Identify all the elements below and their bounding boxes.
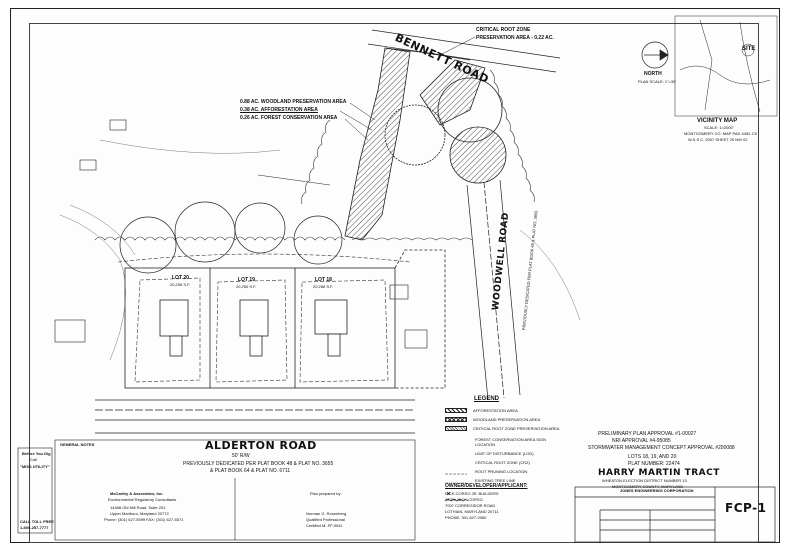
consultant-addr2: Upper Marlboro, Maryland 20772	[110, 511, 169, 516]
tract-lots: LOTS 18, 19, AND 20	[628, 454, 677, 460]
owner-line: LOTHIAN, MARYLAND 20711	[445, 509, 499, 514]
miss-utility-head: Before You Dig	[22, 451, 51, 456]
vicinity-scale: SCALE: 1=2000'	[704, 125, 734, 130]
tract-name: HARRY MARTIN TRACT	[598, 468, 720, 478]
north-label: NORTH	[644, 71, 662, 77]
tract-plat: PLAT NUMBER: 22474	[628, 461, 680, 467]
contours	[59, 139, 581, 361]
alderton-road-lines	[95, 399, 415, 434]
alderton-note2: & PLAT BOOK 64 & PLAT NO. 6711	[210, 468, 291, 474]
legend-swatch	[445, 426, 467, 431]
legend-item: LIMIT OF DISTURBANCE (LOD)	[475, 451, 534, 456]
adjacent-structures	[54, 119, 428, 349]
plan-scale: PLAN SCALE: 1"=30'	[638, 79, 677, 84]
tree-line	[94, 69, 535, 241]
crz-circles	[119, 201, 343, 274]
alderton-row: 50' R/W	[232, 453, 250, 459]
woodwell-road-lines	[466, 179, 521, 401]
limit-of-disturbance	[117, 253, 411, 383]
vicinity-site-label: SITE	[742, 46, 756, 52]
alderton-road-label: ALDERTON ROAD	[205, 439, 317, 452]
forest-conservation-callout: 0.26 AC. FOREST CONSERVATION AREA	[240, 115, 338, 121]
bennett-road-lines	[367, 29, 561, 73]
afforestation-callout: 0.38 AC. AFFORESTATION AREA	[240, 107, 318, 113]
owner-line: ATTN: NICK CORSO	[445, 497, 483, 502]
legend-item: AFFORESTATION AREA	[445, 408, 518, 413]
legend-item: FOREST CONSERVATION AREA SIGN LOCATION	[475, 437, 547, 447]
prepared-by: Plan prepared by:	[310, 491, 342, 496]
lot-19-label: LOT 19	[238, 277, 255, 283]
drawing-border	[29, 23, 759, 543]
crz-callout-line2: PRESERVATION AREA - 0.22 AC.	[476, 35, 554, 41]
legend-swatch	[445, 417, 467, 422]
vicinity-ref2: W.S.S.C. 2007 SHEET 20 NW 02	[688, 137, 748, 142]
tract-district: WHEATON ELECTION DISTRICT NUMBER 13	[602, 478, 687, 483]
owner-title: OWNER/DEVELOPER/APPLICANT:	[445, 483, 528, 489]
lot-18-area: 20,288 S.F.	[313, 284, 334, 289]
north-arrow	[641, 41, 669, 69]
vicinity-title: VICINITY MAP	[697, 118, 738, 124]
lot-19-area: 20,250 S.F.	[236, 284, 257, 289]
title-block-lines	[574, 486, 776, 543]
notes-box-lines	[17, 439, 416, 541]
lot-boundaries	[124, 249, 446, 389]
legend-item: WOODLAND PRESERVATION AREA	[445, 417, 540, 422]
lot-20-label: LOT 20	[172, 275, 189, 281]
signer-cert: Certified M.-FF-0611	[306, 523, 343, 528]
miss-utility-name: "MISS UTILITY"	[20, 464, 50, 469]
lot-18-label: LOT 18	[315, 277, 332, 283]
miss-utility-phone: 1-800-257-7777	[20, 525, 49, 530]
crz-callout-line1: CRITICAL ROOT ZONE	[476, 27, 531, 33]
house-footprints	[159, 299, 348, 357]
miss-utility-call: Call	[30, 457, 37, 462]
miss-utility-foot: CALL TOLL FREE	[20, 519, 54, 524]
legend-list: AFFORESTATION AREA WOODLAND PRESERVATION…	[445, 408, 575, 508]
legend-title: LEGEND	[474, 396, 500, 402]
preservation-corridor	[344, 47, 507, 241]
owner-line: NICK CORSO JR. BUILDERS	[445, 491, 499, 496]
consultant-addr1: 14458 Old Mill Road, Suite 201	[110, 505, 166, 510]
owner-line: PHONE: 301-627-2960	[445, 515, 487, 520]
legend-symbols	[444, 473, 469, 502]
tract-county: MONTGOMERY COUNTY, MARYLAND	[612, 484, 684, 489]
owner-line: 7007 CORREGIDOR ROAD	[445, 503, 496, 508]
lot-20-area: 20,296 S.F.	[170, 282, 191, 287]
general-notes-title: GENERAL NOTES	[60, 442, 95, 447]
legend-item: CRITICAL ROOT ZONE (CRZ)	[475, 460, 530, 465]
engineer-name: JONES ENGINEERING CORPORATION	[620, 488, 694, 493]
signer-title: Qualified Professional	[306, 517, 345, 522]
consultant-sub: Environmental Regulatory Consultants	[108, 497, 177, 502]
legend-item: EXISTING TREE LINE	[475, 478, 516, 483]
legend-item: CRITICAL ROOT ZONE PRESERVATION AREA	[445, 426, 559, 431]
vicinity-map	[674, 15, 778, 117]
consultant-phone: Phone: (301) 627-5599 FAX: (301) 627-557…	[104, 517, 184, 522]
callout-leaders	[257, 36, 476, 186]
approval-preliminary: PRELIMINARY PLAN APPROVAL #1-00027	[598, 431, 697, 437]
consultant-name: McCarthy & Associates, Inc.	[110, 491, 164, 496]
signer-name: Norman G. Rosenberg	[306, 511, 347, 516]
sheet-number: FCP-1	[725, 501, 767, 515]
woodland-callout: 0.88 AC. WOODLAND PRESERVATION AREA	[240, 99, 347, 105]
legend-item: ROOT PRUNING LOCATION	[475, 469, 528, 474]
legend-swatch	[445, 408, 467, 413]
alderton-note1: PREVIOUSLY DEDICATED PER PLAT BOOK 48 & …	[183, 461, 334, 467]
vicinity-ref1: MONTGOMERY CO. MAP PAD 4452-C5	[684, 131, 757, 136]
approval-swm: STORMWATER MANAGEMENT CONCEPT APPROVAL #…	[588, 445, 735, 451]
approval-nri: NRI APPROVAL #4-95085	[612, 438, 671, 444]
